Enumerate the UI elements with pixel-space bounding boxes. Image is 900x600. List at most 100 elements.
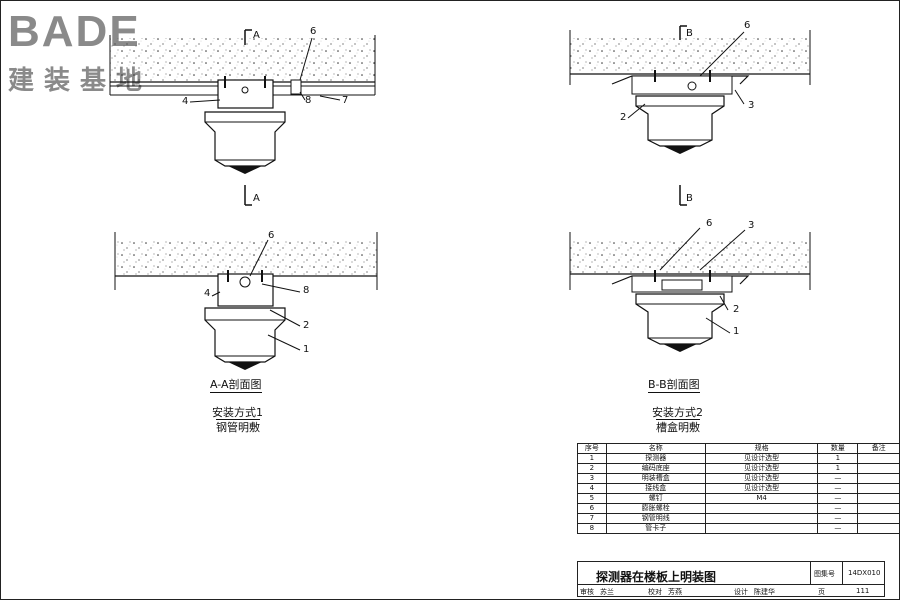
table-cell	[857, 523, 900, 534]
section-mark-b-bottom: B	[686, 193, 693, 204]
table-cell: 编码底座	[605, 463, 706, 474]
table-cell: —	[817, 503, 859, 514]
review-name: 苏兰	[600, 588, 614, 596]
section-mark-b-top: B	[686, 28, 693, 39]
callout-label: 8	[305, 95, 312, 106]
table-cell: 5	[577, 493, 607, 504]
table-header: 规格	[704, 443, 819, 454]
table-cell: 钢管明线	[605, 513, 706, 524]
callout-label: 4	[182, 96, 189, 107]
table-cell: 见设计选型	[704, 453, 819, 464]
slab-concrete	[110, 38, 375, 82]
callout-label: 6	[706, 218, 713, 229]
table-cell	[857, 483, 900, 494]
table-cell: 接线盒	[605, 483, 706, 494]
table-cell: 6	[577, 503, 607, 514]
slab-concrete	[570, 38, 810, 74]
table-header: 名称	[605, 443, 706, 454]
table-cell: —	[817, 473, 859, 484]
table-header: 备注	[857, 443, 900, 454]
atlas-label: 图集号	[814, 570, 835, 578]
table-cell: 见设计选型	[704, 473, 819, 484]
diagram-a-top	[109, 29, 376, 206]
check-label: 校对	[648, 588, 662, 596]
slab-concrete	[115, 240, 377, 276]
table-cell	[704, 523, 819, 534]
callout-label: 6	[310, 26, 317, 37]
table-cell: 探测器	[605, 453, 706, 464]
callout-label: 3	[748, 100, 755, 111]
callout-label: 6	[744, 20, 751, 31]
table-cell: —	[817, 493, 859, 504]
table-cell	[704, 513, 819, 524]
callout-label: 6	[268, 230, 275, 241]
table-cell	[857, 473, 900, 484]
table-cell	[857, 513, 900, 524]
table-cell: 1	[817, 463, 859, 474]
review-label: 审核	[580, 588, 594, 596]
diagram-b-section	[569, 227, 811, 352]
table-cell: 管卡子	[605, 523, 706, 534]
table-cell	[857, 453, 900, 464]
table-header-row: 序号 名称 规格 数量 备注	[577, 443, 900, 454]
table-cell: —	[817, 483, 859, 494]
table-cell: —	[817, 513, 859, 524]
table-cell: 2	[577, 463, 607, 474]
table-cell	[857, 493, 900, 504]
table-cell: 1	[577, 453, 607, 464]
slab-concrete	[570, 240, 810, 274]
caption-bb: B-B剖面图	[648, 378, 700, 393]
table-cell: 3	[577, 473, 607, 484]
caption-method1: 安装方式1	[212, 406, 263, 419]
table-cell: 8	[577, 523, 607, 534]
table-cell	[857, 463, 900, 474]
title-block: 探测器在楼板上明装图 图集号 14DX010 审核 苏兰 校对 芳燕 设计 陈建…	[577, 561, 885, 597]
table-cell: 见设计选型	[704, 463, 819, 474]
section-mark-a-bottom: A	[253, 193, 260, 204]
callout-label: 7	[342, 95, 349, 106]
callout-label: 1	[303, 344, 310, 355]
caption-method2-sub: 槽盒明敷	[656, 419, 700, 434]
callout-label: 2	[733, 304, 740, 315]
callout-label: 2	[620, 112, 627, 123]
drawing-title: 探测器在楼板上明装图	[596, 570, 717, 584]
table-header: 序号	[577, 443, 607, 454]
diagram-b-top	[569, 25, 811, 206]
table-cell: M4	[704, 493, 819, 504]
diagram-a-section	[114, 232, 378, 370]
page-number: 111	[856, 587, 870, 595]
callout-label: 1	[733, 326, 740, 337]
table-cell: 4	[577, 483, 607, 494]
design-name: 陈建华	[754, 588, 775, 596]
table-cell: 7	[577, 513, 607, 524]
table-cell: 螺钉	[605, 493, 706, 504]
table-cell: —	[817, 523, 859, 534]
callout-label: 4	[204, 288, 211, 299]
table-cell: 明装槽盒	[605, 473, 706, 484]
check-name: 芳燕	[668, 588, 682, 596]
section-mark-a-top: A	[253, 30, 260, 41]
design-label: 设计	[734, 588, 748, 596]
caption-method2: 安装方式2	[652, 406, 703, 419]
caption-aa: A-A剖面图	[210, 378, 262, 393]
table-cell	[704, 503, 819, 514]
caption-method1-sub: 钢管明敷	[216, 419, 260, 434]
table-cell: 膨胀螺栓	[605, 503, 706, 514]
callout-label: 3	[748, 220, 755, 231]
table-header: 数量	[817, 443, 859, 454]
table-cell: 见设计选型	[704, 483, 819, 494]
page-label: 页	[818, 588, 825, 596]
atlas-number: 14DX010	[848, 569, 881, 577]
callout-label: 8	[303, 285, 310, 296]
table-cell	[857, 503, 900, 514]
